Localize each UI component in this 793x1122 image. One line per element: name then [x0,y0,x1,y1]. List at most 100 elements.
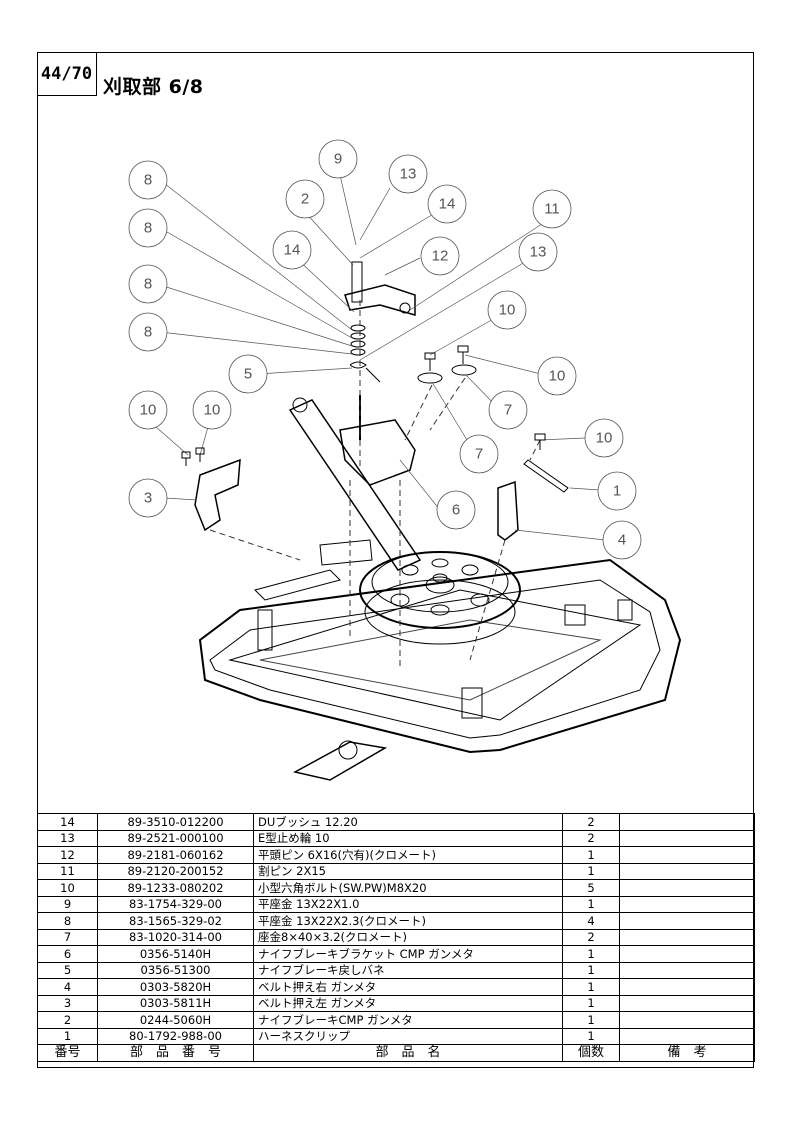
row-qty: 5 [562,879,620,897]
callout-8c: 8 [144,276,152,293]
row-no: 14 [37,813,98,831]
row-name: ナイフブレーキ戻しバネ [253,961,563,979]
row-remarks [619,895,755,913]
row-name: 割ピン 2X15 [253,862,563,880]
row-no: 9 [37,895,98,913]
row-qty: 1 [562,978,620,996]
row-part-no: 0244-5060H [97,1011,254,1029]
row-part-no: 83-1565-329-02 [97,912,254,930]
row-qty: 4 [562,912,620,930]
row-qty: 1 [562,994,620,1012]
row-name: 座金8×40×3.2(クロメート) [253,928,563,946]
row-remarks [619,846,755,864]
callout-7a: 7 [504,402,512,419]
row-qty: 2 [562,928,620,946]
row-qty: 1 [562,1011,620,1029]
row-part-no: 80-1792-988-00 [97,1027,254,1045]
header-name: 部 品 名 [253,1044,563,1062]
page-title: 刈取部 6/8 [103,76,204,98]
row-qty: 1 [562,961,620,979]
callout-8d: 8 [144,324,152,341]
row-no: 5 [37,961,98,979]
row-qty: 1 [562,1027,620,1045]
row-remarks [619,945,755,963]
row-part-no: 0303-5811H [97,994,254,1012]
callout-14a: 14 [439,196,456,213]
row-remarks [619,879,755,897]
callout-8b: 8 [144,220,152,237]
row-remarks [619,994,755,1012]
callout-5: 5 [244,366,252,383]
callout-3: 3 [144,490,152,507]
row-no: 8 [37,912,98,930]
page-number: 44/70 [37,52,97,96]
callout-2: 2 [301,191,309,208]
callout-9: 9 [334,151,342,168]
row-name: ベルト押え右 ガンメタ [253,978,563,996]
callout-12: 12 [432,248,449,265]
exploded-parts-diagram: 8 9 13 2 14 11 8 14 12 13 8 10 8 5 10 10… [38,110,753,814]
callout-10c: 10 [204,402,221,419]
row-no: 6 [37,945,98,963]
callout-6: 6 [452,502,460,519]
header-remarks: 備 考 [619,1044,755,1062]
callout-10a: 10 [499,302,516,319]
row-name: ハーネスクリップ [253,1027,563,1045]
row-remarks [619,1011,755,1029]
row-part-no: 0303-5820H [97,978,254,996]
row-remarks [619,928,755,946]
row-remarks [619,912,755,930]
row-name: ナイフブレーキブラケット CMP ガンメタ [253,945,563,963]
row-part-no: 89-1233-080202 [97,879,254,897]
row-name: ベルト押え左 ガンメタ [253,994,563,1012]
row-qty: 1 [562,862,620,880]
row-part-no: 89-3510-012200 [97,813,254,831]
row-remarks [619,961,755,979]
row-part-no: 89-2181-060162 [97,846,254,864]
callout-13a: 13 [400,166,417,183]
parts-table-header: 番号 部 品 番 号 部 品 名 個数 備 考 [37,1044,755,1062]
row-remarks [619,1027,755,1045]
callout-1: 1 [613,483,621,500]
callout-11: 11 [544,201,560,218]
row-no: 2 [37,1011,98,1029]
callout-10e: 10 [596,430,613,447]
row-no: 1 [37,1027,98,1045]
row-no: 11 [37,862,98,880]
callout-10b: 10 [140,402,157,419]
row-qty: 1 [562,945,620,963]
row-name: DUブッシュ 12.20 [253,813,563,831]
row-name: E型止め輪 10 [253,829,563,847]
row-remarks [619,978,755,996]
row-no: 7 [37,928,98,946]
page-frame [37,52,754,1068]
row-part-no: 89-2521-000100 [97,829,254,847]
row-qty: 2 [562,829,620,847]
row-no: 3 [37,994,98,1012]
row-qty: 1 [562,846,620,864]
row-name: 小型六角ボルト(SW.PW)M8X20 [253,879,563,897]
row-part-no: 83-1020-314-00 [97,928,254,946]
row-part-no: 89-2120-200152 [97,862,254,880]
row-qty: 1 [562,895,620,913]
row-no: 4 [37,978,98,996]
callout-4: 4 [618,532,626,549]
row-name: 平座金 13X22X1.0 [253,895,563,913]
row-remarks [619,829,755,847]
row-part-no: 83-1754-329-00 [97,895,254,913]
row-no: 12 [37,846,98,864]
callout-7b: 7 [475,446,483,463]
row-remarks [619,813,755,831]
